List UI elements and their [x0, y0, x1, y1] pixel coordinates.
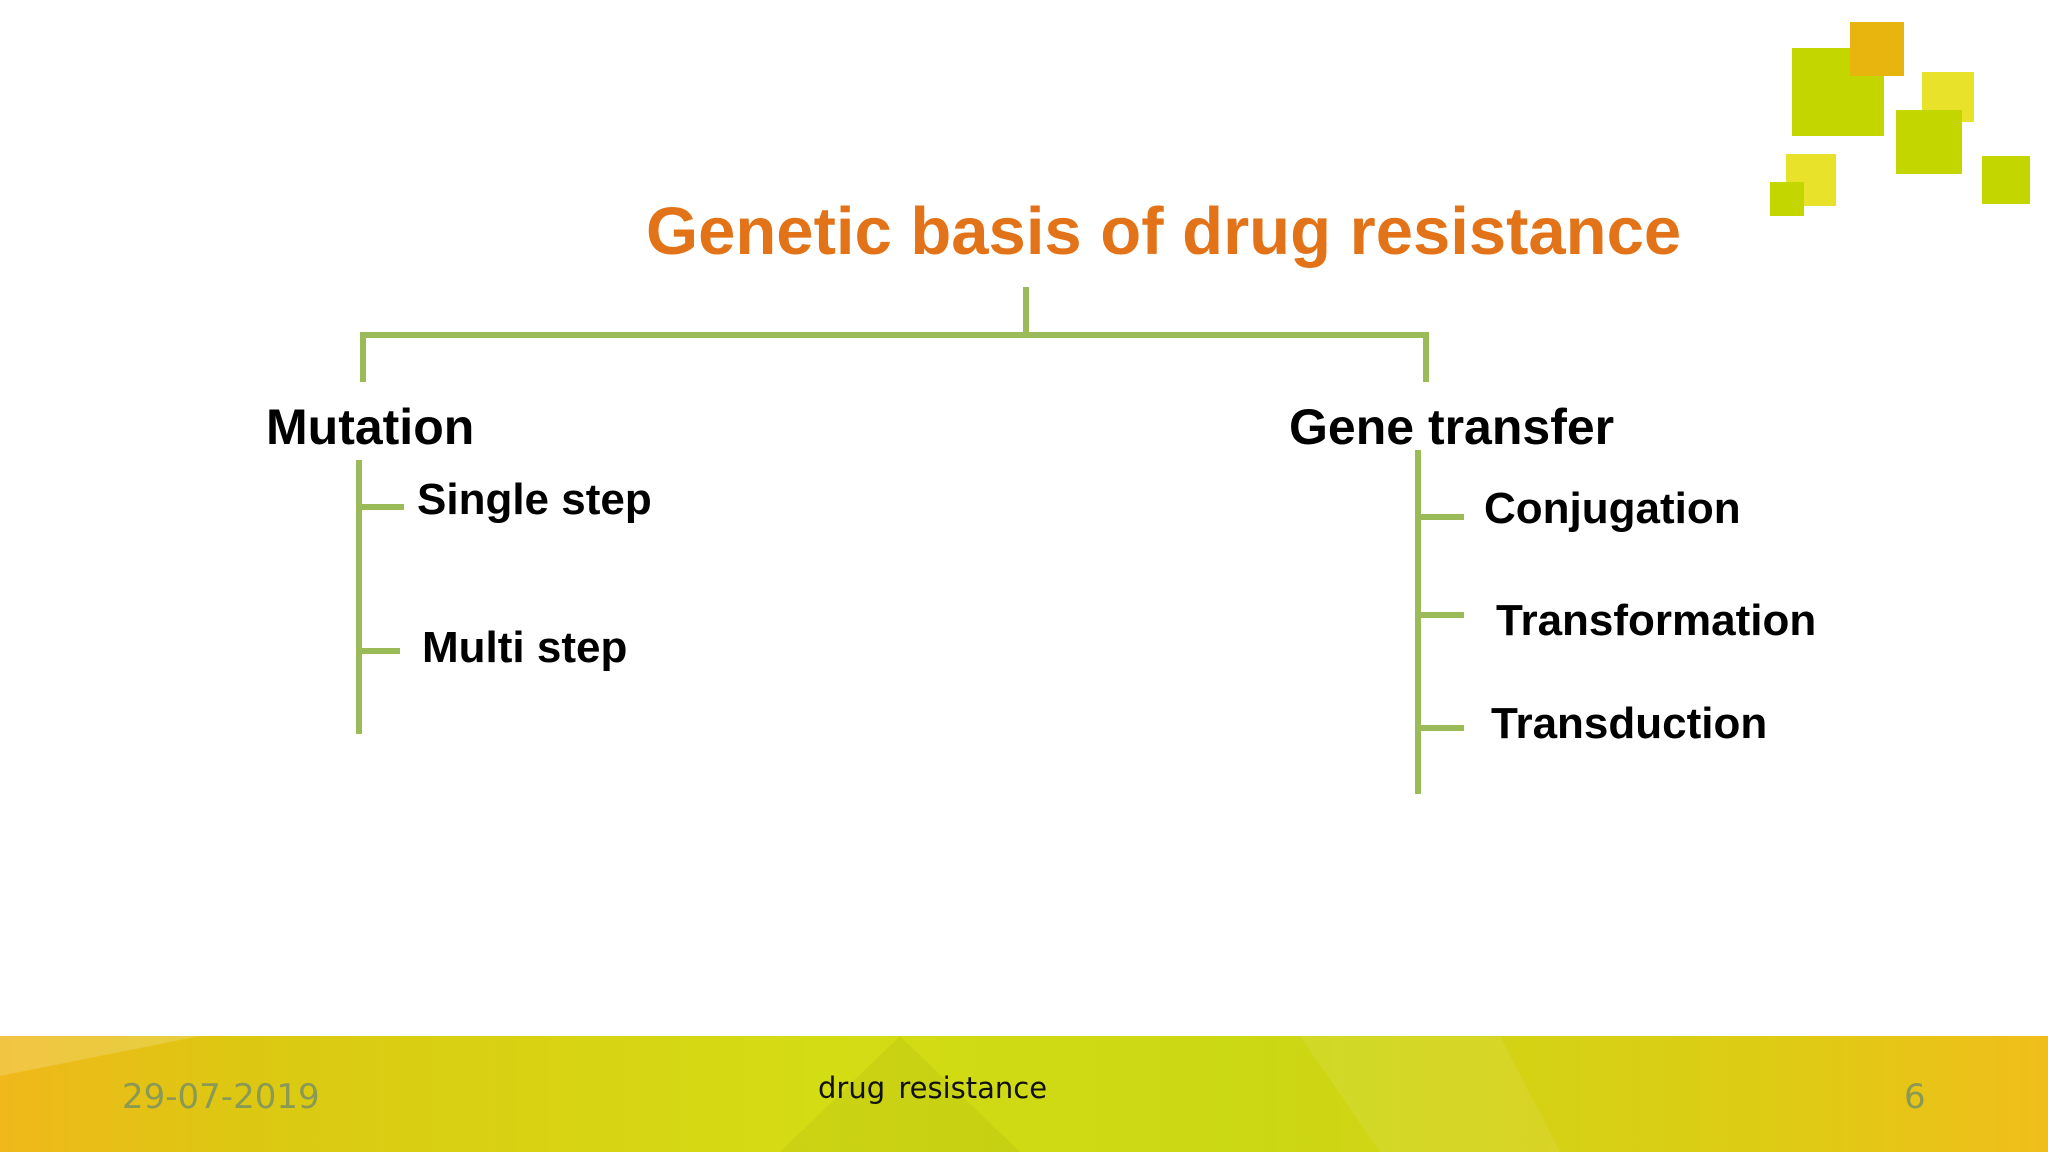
footer-date: 29-07-2019 [122, 1077, 320, 1117]
gene-transfer-transduction: Transduction [1491, 699, 1768, 748]
deco-square-orange [1850, 22, 1904, 76]
deco-square-green-far [1982, 156, 2030, 204]
footer-topic: drug resistance [818, 1071, 1048, 1105]
mutation-multi-step: Multi step [422, 623, 628, 672]
slide-title: Genetic basis of drug resistance [646, 194, 1682, 269]
footer-page-number: 6 [1904, 1077, 1926, 1117]
gene-transfer-transformation: Transformation [1496, 596, 1817, 645]
deco-square-green-small [1770, 182, 1804, 216]
branch-mutation: Mutation [266, 399, 475, 455]
mutation-single-step: Single step [417, 475, 652, 524]
branch-gene-transfer: Gene transfer [1289, 399, 1615, 455]
decorative-squares [1770, 22, 2030, 216]
footer-sheen [0, 1036, 1560, 1152]
footer-band [0, 1036, 2048, 1152]
gene-transfer-conjugation: Conjugation [1484, 484, 1741, 533]
deco-square-green-mid [1896, 110, 1962, 174]
